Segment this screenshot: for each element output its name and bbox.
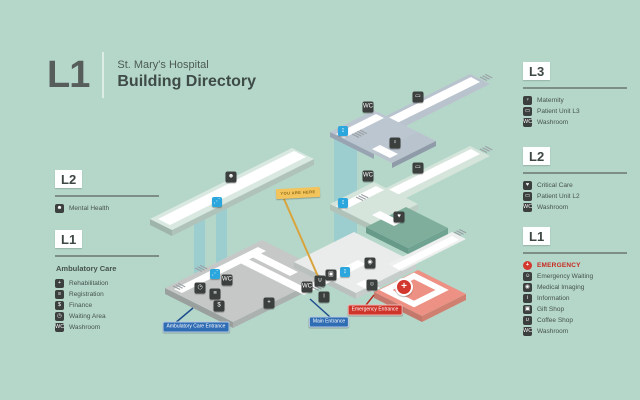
coffee-shop-icon: ∪ xyxy=(523,316,532,325)
legend-panel-l2-left: L2 ☻ Mental Health xyxy=(55,170,167,215)
legend-item-patient-unit-l2: ▭ Patient Unit L2 xyxy=(523,192,580,201)
legend-panel-l1-right: L1 + EMERGENCY ☺ Emergency Waiting ◉ Med… xyxy=(523,227,635,338)
finance-icon: $ xyxy=(55,301,64,310)
level-heading-l1: L1 xyxy=(523,227,551,245)
page-header: L1 St. Mary's Hospital Building Director… xyxy=(47,52,256,98)
emergency-waiting-icon: ☺ xyxy=(366,279,378,291)
legend-item-coffee-shop: ∪ Coffee Shop xyxy=(523,316,635,325)
legend-item-medical-imaging: ◉ Medical Imaging xyxy=(523,283,635,292)
patient-unit-icon: ▭ xyxy=(523,192,532,201)
legend-item-washroom-l1: WC Washroom xyxy=(523,327,569,336)
level-heading-l1: L1 xyxy=(55,230,83,248)
ambulatory-care-entrance-label: Ambulatory Care Entrance xyxy=(162,321,230,333)
rehabilitation-icon: + xyxy=(55,279,64,288)
registration-icon: ≡ xyxy=(209,288,221,300)
washroom-icon: WC xyxy=(301,281,313,293)
panel-rule xyxy=(55,195,159,197)
header-divider xyxy=(102,52,105,98)
legend-item-washroom-l3: WC Washroom xyxy=(523,118,569,127)
legend-item-mental-health: ☻ Mental Health xyxy=(55,204,110,213)
legend-panel-l2-right: L2 ♥ Critical Care ▭ Patient Unit L2 WC … xyxy=(523,147,635,214)
panel-rule xyxy=(523,172,627,174)
legend-item-waiting-area: ◷ Waiting Area xyxy=(55,312,167,321)
patient-unit-icon: ▭ xyxy=(523,107,532,116)
legend-item-emergency-waiting: ☺ Emergency Waiting xyxy=(523,272,594,281)
level-heading-l2: L2 xyxy=(523,147,551,165)
main-entrance-leader xyxy=(309,298,331,318)
critical-care-icon: ♥ xyxy=(523,181,532,190)
main-entrance-label: Main Entrance xyxy=(308,316,350,328)
legend-item-patient-unit-l3: ▭ Patient Unit L3 xyxy=(523,107,580,116)
maternity-icon: ♀ xyxy=(389,137,401,149)
information-icon: i xyxy=(523,294,532,303)
washroom-icon: WC xyxy=(523,118,532,127)
floor-l2-left-slab xyxy=(150,148,314,236)
legend-item-registration: ≡ Registration xyxy=(55,290,167,299)
coffee-shop-icon: ∪ xyxy=(314,275,326,287)
emergency-icon: + xyxy=(523,261,532,270)
finance-icon: $ xyxy=(213,300,225,312)
escalator-icon: ⋰ xyxy=(210,269,220,279)
legend-item-washroom: WC Washroom xyxy=(55,323,101,332)
patient-unit-icon: ▭ xyxy=(412,162,424,174)
floor-l3-slab xyxy=(330,74,490,168)
mental-health-icon: ☻ xyxy=(225,171,237,183)
legend-item-gift-shop: ▣ Gift Shop xyxy=(523,305,565,314)
legend-panel-l1-left: L1 Ambulatory Care + Rehabilitation ≡ Re… xyxy=(55,230,167,334)
medical-imaging-icon: ◉ xyxy=(523,283,532,292)
page-title: Building Directory xyxy=(117,73,257,90)
legend-item-finance: $ Finance xyxy=(55,301,167,310)
legend-item-maternity: ♀ Maternity xyxy=(523,96,635,105)
gift-shop-icon: ▣ xyxy=(325,269,337,281)
washroom-icon: WC xyxy=(523,327,532,336)
legend-panel-l3-right: L3 ♀ Maternity ▭ Patient Unit L3 WC Wash… xyxy=(523,62,635,129)
registration-icon: ≡ xyxy=(55,290,64,299)
emergency-entrance-label: Emergency Entrance xyxy=(347,304,403,316)
emergency-entrance-leader xyxy=(365,294,375,306)
current-level-badge: L1 xyxy=(47,54,90,96)
medical-imaging-icon: ◉ xyxy=(364,257,376,269)
waiting-area-icon: ◷ xyxy=(194,282,206,294)
panel-rule xyxy=(55,255,159,257)
mental-health-icon: ☻ xyxy=(55,204,64,213)
legend-item-information: i Information xyxy=(523,294,635,303)
emergency-waiting-icon: ☺ xyxy=(523,272,532,281)
maternity-icon: ♀ xyxy=(523,96,532,105)
washroom-icon: WC xyxy=(362,101,374,113)
rehabilitation-icon: + xyxy=(263,297,275,309)
legend-item-emergency: + EMERGENCY xyxy=(523,261,635,270)
washroom-icon: WC xyxy=(221,274,233,286)
hospital-name: St. Mary's Hospital xyxy=(117,59,209,71)
emergency-cross-icon: + xyxy=(395,278,413,296)
you-are-here-stem xyxy=(283,198,321,282)
legend-item-washroom-l2: WC Washroom xyxy=(523,203,569,212)
waiting-area-icon: ◷ xyxy=(55,312,64,321)
critical-care-icon: ♥ xyxy=(393,211,405,223)
ambulatory-entrance-leader xyxy=(173,307,194,325)
panel-rule xyxy=(523,87,627,89)
washroom-icon: WC xyxy=(523,203,532,212)
escalator-icon: ⋰ xyxy=(212,197,222,207)
washroom-icon: WC xyxy=(55,323,64,332)
level-heading-l3: L3 xyxy=(523,62,551,80)
elevator-icon: ↕ xyxy=(338,126,348,136)
washroom-icon: WC xyxy=(362,170,374,182)
legend-item-critical-care: ♥ Critical Care xyxy=(523,181,635,190)
patient-unit-icon: ▭ xyxy=(412,91,424,103)
elevator-icon: ↕ xyxy=(338,198,348,208)
section-label-ambulatory-care: Ambulatory Care xyxy=(56,264,117,273)
information-icon: i xyxy=(318,291,330,303)
level-heading-l2: L2 xyxy=(55,170,83,188)
elevator-icon: ↕ xyxy=(340,267,350,277)
gift-shop-icon: ▣ xyxy=(523,305,532,314)
panel-rule xyxy=(523,252,627,254)
legend-item-rehabilitation: + Rehabilitation xyxy=(55,279,167,288)
